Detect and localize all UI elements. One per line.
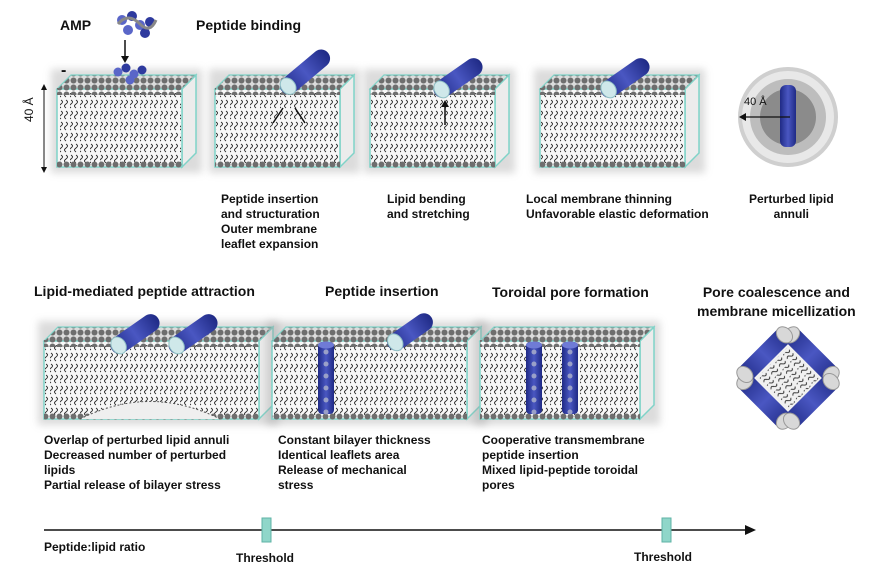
heading-peptide-insertion: Peptide insertion: [325, 283, 439, 299]
ratio-axis-arrow-icon: [745, 525, 756, 535]
annulus-radius-label: 40 Å: [744, 96, 767, 108]
stretch-arrows-icon: [272, 107, 306, 124]
peptide-thinning: [600, 58, 650, 99]
heading-lipid-mediated-attraction: Lipid-mediated peptide attraction: [34, 283, 255, 299]
amp-molecule: [116, 11, 158, 38]
peptide-attraction-2: [168, 314, 218, 355]
micelle-cluster: [736, 326, 840, 430]
peptide-surface-insertion: [387, 313, 433, 352]
perturbed-annulus: [738, 67, 838, 167]
amp-label: AMP: [60, 17, 92, 33]
threshold-label-1: Threshold: [236, 551, 295, 565]
annulus-peptide: [780, 85, 796, 147]
membrane-block-peptide-insertion: [266, 321, 487, 425]
peptide-inserting: [279, 49, 331, 95]
amp-adsorbed: [113, 63, 147, 85]
peptide-attraction-1: [110, 314, 160, 355]
thinned-region: [79, 401, 221, 420]
membrane-block-bending: [364, 69, 515, 173]
bilayer-thickness-label: 40 Å: [22, 97, 36, 122]
membrane-block-adsorption: [51, 69, 202, 173]
membrane-charge-label: -: [61, 62, 67, 79]
micelle-peptide: [782, 372, 840, 430]
micelle-peptide: [736, 326, 794, 384]
peptide-lipid-ratio-label: Peptide:lipid ratio: [44, 540, 146, 554]
threshold-label-2: Threshold: [634, 550, 693, 564]
peptide-transmembrane-1: [318, 341, 334, 415]
peptide-toroidal-2: [562, 341, 578, 415]
membrane-block-toroidal: [474, 321, 660, 425]
heading-toroidal-pore: Toroidal pore formation: [492, 284, 649, 300]
threshold-marker-1: [261, 517, 272, 543]
peptide-binding-heading: Peptide binding: [196, 17, 301, 33]
threshold-marker-2: [661, 517, 672, 543]
peptide-toroidal-1: [526, 341, 542, 415]
arrow-head-icon: [121, 56, 129, 63]
peptide-bending: [433, 58, 483, 99]
